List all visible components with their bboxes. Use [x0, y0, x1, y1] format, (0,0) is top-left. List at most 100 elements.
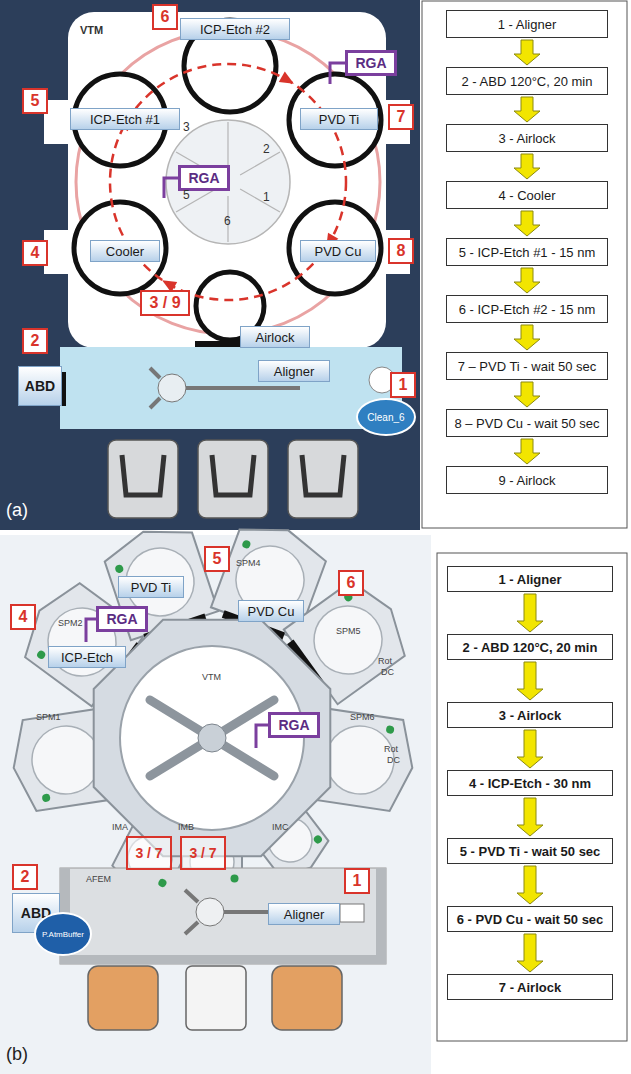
node-text: Aligner — [274, 364, 314, 379]
illustration-part — [198, 440, 268, 518]
label-text: 3 — [183, 120, 190, 134]
illustration-part — [108, 440, 358, 518]
illustration-part — [122, 455, 344, 495]
flow-arrow — [517, 594, 543, 632]
module-label: VTM — [80, 24, 103, 36]
module-label: IMB — [178, 822, 194, 832]
callout-number: 6 — [152, 4, 178, 30]
node-text: 1 - Aligner — [498, 572, 561, 587]
label-text: 1 — [263, 190, 270, 204]
callout-number: 7 — [388, 104, 414, 130]
process-box: 1 - Aligner — [447, 566, 613, 592]
label-text: 3 / 9 — [149, 294, 180, 312]
node-text: Clean_6 — [367, 412, 404, 423]
label-text: 6 — [161, 8, 170, 26]
module-label: IMA — [112, 822, 128, 832]
node-text: PVD Cu — [248, 604, 295, 619]
node-text: RGA — [188, 170, 219, 186]
illustration-part — [288, 440, 358, 518]
illustration-part — [70, 955, 376, 964]
flow-arrow — [514, 268, 540, 293]
illustration-part — [212, 455, 254, 495]
illustration-part — [289, 202, 381, 294]
illustration-part — [340, 904, 364, 922]
chamber-label: Aligner — [258, 360, 330, 382]
flow-arrow — [517, 866, 543, 904]
node-text: 5 - PVD Ti - wait 50 sec — [460, 844, 601, 859]
module-label: SPM4 — [236, 558, 261, 568]
illustration-part — [166, 120, 290, 244]
label-text: 4 — [19, 608, 28, 626]
rga-box: RGA — [345, 50, 397, 76]
illustration-part — [150, 700, 274, 776]
illustration-part — [60, 868, 386, 964]
callout-number: 4 — [10, 604, 36, 630]
illustration-part — [176, 122, 280, 242]
label-text: 2 — [31, 332, 40, 350]
label-text: 4 — [31, 244, 40, 262]
node-text: ABD — [25, 378, 55, 394]
status-dot — [231, 875, 239, 883]
hub-spoke — [240, 152, 280, 175]
label-text: Rot — [384, 744, 398, 754]
status-badge: Clean_6 — [356, 398, 416, 436]
illustration-part — [62, 372, 66, 406]
node-text: 2 - ABD 120°C, 20 min — [463, 640, 598, 655]
node-text: Aligner — [284, 907, 324, 922]
callout-number: 3 / 9 — [140, 290, 190, 316]
process-box: 2 - ABD 120°C, 20 min — [447, 634, 613, 660]
callout-number: 4 — [22, 240, 48, 266]
node-text: 7 - Airlock — [499, 980, 561, 995]
node-text: RGA — [106, 611, 137, 627]
label-text: 3 / 7 — [189, 845, 216, 861]
callout-number: 1 — [390, 372, 416, 398]
node-text: 4 - Cooler — [498, 188, 555, 203]
node-text: 7 – PVD Ti - wait 50 sec — [458, 359, 597, 374]
illustration-part — [68, 12, 386, 348]
label-text: 6 — [224, 214, 231, 228]
flow-arrow — [517, 934, 543, 972]
label-text: 5 — [213, 550, 222, 568]
label-text: SPM2 — [58, 618, 83, 628]
callout-number: 5 — [22, 88, 48, 114]
module-label: VTM — [202, 672, 221, 682]
status-dot — [241, 539, 251, 549]
status-dot — [386, 725, 395, 734]
flow-arrow — [514, 325, 540, 350]
chamber-label: PVD Cu — [238, 600, 304, 622]
flow-arrow — [517, 798, 543, 836]
label-text: 2 — [263, 142, 270, 156]
callout-number: 2 — [22, 328, 48, 354]
module-label: Rot — [384, 744, 398, 754]
status-dot — [114, 564, 124, 574]
illustration-part — [0, 535, 431, 1074]
node-text: ICP-Etch #2 — [200, 22, 270, 37]
callout-number: 1 — [344, 868, 370, 894]
flow-arrow — [514, 97, 540, 122]
illustration-part — [150, 700, 274, 776]
label-text: SPM5 — [336, 626, 361, 636]
illustration-part — [44, 230, 74, 274]
label-text: Rot — [378, 656, 392, 666]
illustration-part — [74, 202, 166, 294]
chamber-label: ICP-Etch #1 — [70, 108, 180, 130]
label-text: SPM4 — [236, 558, 261, 568]
port-number: 6 — [224, 214, 231, 228]
node-text: 4 - ICP-Etch - 30 nm — [469, 776, 591, 791]
label-text: VTM — [80, 24, 103, 36]
illustration-part — [88, 966, 342, 1030]
process-box: 6 - PVD Cu - wait 50 sec — [447, 906, 613, 932]
port-number: 5 — [183, 188, 190, 202]
label-text: SPM6 — [350, 712, 375, 722]
label-text: 6 — [347, 574, 356, 592]
rga-box: RGA — [178, 165, 230, 191]
flow-arrow — [514, 439, 540, 464]
node-text: RGA — [278, 717, 309, 733]
module-label: DC — [387, 755, 400, 765]
callout-number: 2 — [12, 864, 38, 890]
chamber-label: Aligner — [268, 903, 340, 925]
process-box: 7 - Airlock — [447, 974, 613, 1000]
illustration-part — [164, 178, 178, 198]
node-text: ICP-Etch — [61, 650, 113, 665]
label-text: (a) — [6, 500, 28, 521]
